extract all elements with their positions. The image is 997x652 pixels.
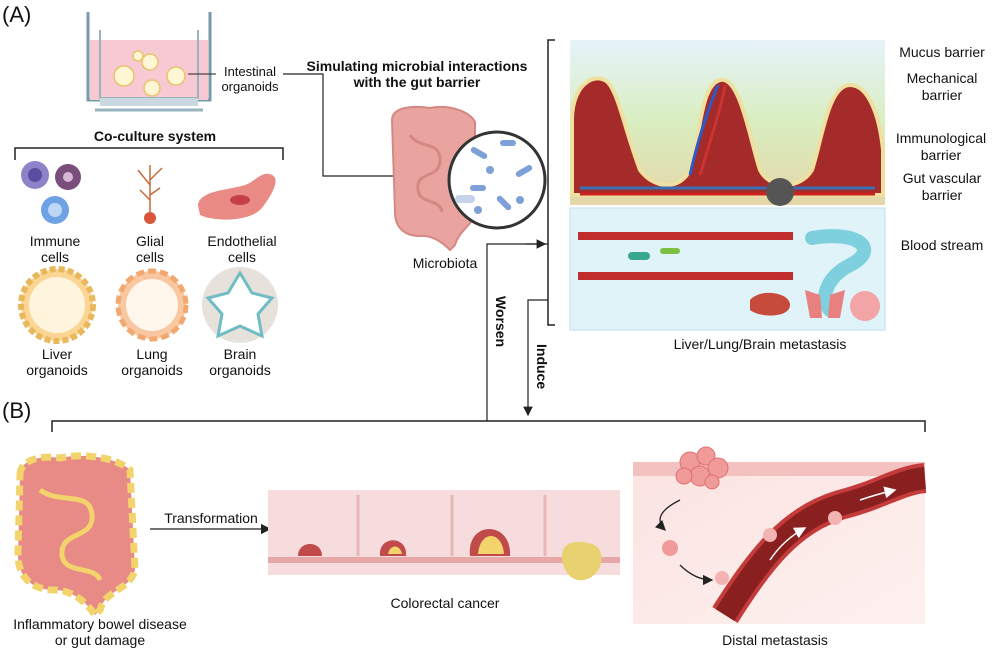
induce-label: Induce [534,344,550,390]
distal-metastasis-illustration [633,446,927,624]
intestine-icon [390,105,476,252]
coculture-title: Co-culture system [93,128,217,144]
brain-icon [850,291,880,321]
inflamed-intestine-icon [14,452,139,621]
colorectal-tissue-illustration [268,490,620,581]
liver-organoid-icon [18,266,96,344]
colorectal-cancer-label: Colorectal cancer [390,595,500,611]
intestinal-organoid-icon [113,50,186,97]
lungs-icon [805,290,845,318]
immune-cells-icon [21,161,81,224]
mucus-barrier-label: Mucus barrier [899,44,985,60]
simulating-title: Simulating microbial interactions with t… [306,58,528,90]
worsen-label: Worsen [493,296,509,348]
brain-organoid-icon [202,267,278,343]
microbiota-label: Microbiota [412,255,478,271]
liver-icon [750,292,790,316]
transformation-label: Transformation [164,510,258,526]
glial-cell-icon [137,165,163,224]
panel-label-a: (A) [2,2,32,27]
distal-metastasis-label: Distal metastasis [722,632,828,648]
panel-label-b: (B) [2,398,32,423]
lung-organoid-icon [115,268,189,342]
blood-stream-label: Blood stream [900,237,984,253]
endothelial-cell-icon [198,173,276,220]
gut-barrier-illustration [570,40,885,206]
intestinal-organoids-label: Intestinal organoids [221,64,279,94]
metastasis-label: Liver/Lung/Brain metastasis [673,336,847,352]
bacteria-magnifier-icon [447,130,547,230]
blood-stream-illustration [569,207,886,331]
